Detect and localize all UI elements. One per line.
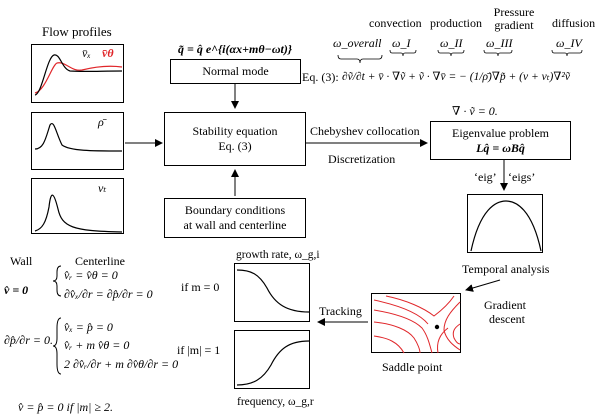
flow-profiles-title: Flow profiles	[42, 24, 112, 39]
normal-mode-label: Normal mode	[202, 64, 269, 78]
frequency-curve	[236, 340, 310, 386]
vtheta-legend: v̄θ	[102, 46, 114, 60]
vx-curve	[34, 54, 123, 96]
rho-label: ρ̄	[98, 115, 104, 129]
growth-rate-plot	[236, 269, 310, 313]
eigs-label: ‘eigs’	[508, 170, 536, 184]
term-pressure-text: Pressure gradient	[493, 5, 535, 32]
saddle-contour-panel	[371, 293, 461, 354]
m1-condition: if |m| = 1	[177, 343, 221, 357]
temporal-curve	[470, 200, 542, 252]
boundary-line2: at wall and centerline	[183, 218, 287, 232]
temporal-label: Temporal analysis	[462, 262, 550, 276]
omega-I: ω_I	[392, 36, 411, 50]
eq3-prefix: Eq. (3):	[302, 70, 339, 84]
eq3-body: ∂ṽ/∂t + v̄ · ∇ṽ + ṽ · ∇v̄ = − (1/ρ̄)∇p̃ …	[342, 71, 570, 83]
chebyshev-label: Chebyshev collocation	[310, 124, 420, 138]
eigenvalue-problem-box: Eigenvalue problem Lq̂ = ωBq̂	[430, 121, 571, 160]
growth-rate-label: growth rate, ω_g,i	[236, 249, 320, 261]
centerline-header: Centerline	[75, 254, 125, 268]
growth-rate-curve	[236, 269, 310, 313]
density-profile-panel: ρ̄	[31, 112, 124, 170]
temporal-plot-panel	[467, 194, 543, 253]
m2-condition: v̂ = p̂ = 0 if |m| ≥ 2.	[18, 400, 114, 414]
velocity-profile-plot	[34, 54, 123, 96]
frequency-plot	[236, 340, 310, 386]
density-profile-plot	[34, 123, 123, 152]
eigen-label: Eigenvalue problem	[452, 126, 549, 140]
wall-header: Wall	[10, 254, 33, 268]
stability-label: Stability equation	[192, 124, 278, 138]
omega-IV: ω_IV	[556, 36, 582, 50]
viscosity-profile-plot	[34, 194, 123, 233]
discretization-label: Discretization	[328, 152, 396, 166]
frequency-label: frequency, ω_g,r	[237, 396, 314, 408]
vtheta-curve	[34, 62, 123, 94]
boundary-conditions-box: Boundary conditions at wall and centerli…	[164, 198, 306, 238]
eig-label: ‘eig’	[474, 170, 497, 184]
saddle-contour-plot	[373, 295, 461, 354]
gradient-label-1: Gradient	[484, 298, 526, 312]
saddle-label: Saddle point	[382, 360, 443, 374]
velocity-profile-panel: v̄ₓ v̄θ	[31, 44, 124, 103]
omega-III: ω_III	[486, 36, 513, 50]
normal-mode-box: Normal mode	[170, 59, 301, 84]
m1-line1: v̂ₓ = p̂ = 0	[64, 320, 113, 334]
stability-equation-box: Stability equation Eq. (3)	[164, 112, 306, 166]
saddle-point-dot	[434, 324, 440, 330]
density-curve	[34, 123, 123, 152]
term-diffusion: diffusion	[552, 16, 596, 30]
wall-pressure-bc: ∂p̂/∂r = 0.	[4, 333, 53, 347]
growth-rate-panel	[234, 263, 310, 322]
omega-overall: ω_overall	[333, 36, 382, 50]
boundary-line1: Boundary conditions	[184, 203, 286, 217]
term-convection: convection	[369, 16, 422, 30]
m0-line1: v̂ᵣ = v̂θ = 0	[64, 268, 118, 282]
term-pressure: Pressure gradient	[490, 6, 538, 32]
vx-legend: v̄ₓ	[82, 46, 91, 60]
nut-label: νₜ	[98, 181, 107, 195]
gradient-label-2: descent	[489, 312, 525, 326]
tracking-label: Tracking	[319, 304, 362, 318]
stability-eq-ref: Eq. (3)	[218, 139, 252, 153]
wall-velocity-bc: v̂ = 0	[4, 283, 29, 297]
m0-line2: ∂v̂ₓ/∂r = ∂p̂/∂r = 0	[64, 287, 153, 301]
omega-II: ω_II	[440, 36, 463, 50]
temporal-plot	[470, 200, 542, 252]
nut-curve	[34, 194, 123, 233]
divergence-constraint: ∇ · ṽ = 0.	[452, 104, 498, 118]
normal-mode-formula: q̃ = q̂ e^{i(αx+mθ−ωt)}	[178, 42, 293, 56]
m1-line2: v̂ᵣ + m v̂θ = 0	[64, 338, 130, 352]
term-production: production	[430, 16, 482, 30]
m1-line3: 2 ∂v̂ᵣ/∂r + m ∂v̂θ/∂r = 0	[64, 357, 179, 371]
frequency-panel	[234, 330, 310, 389]
eigen-formula: Lq̂ = ωBq̂	[476, 141, 525, 155]
m0-condition: if m = 0	[181, 280, 220, 294]
viscosity-profile-panel: νₜ	[31, 178, 124, 234]
